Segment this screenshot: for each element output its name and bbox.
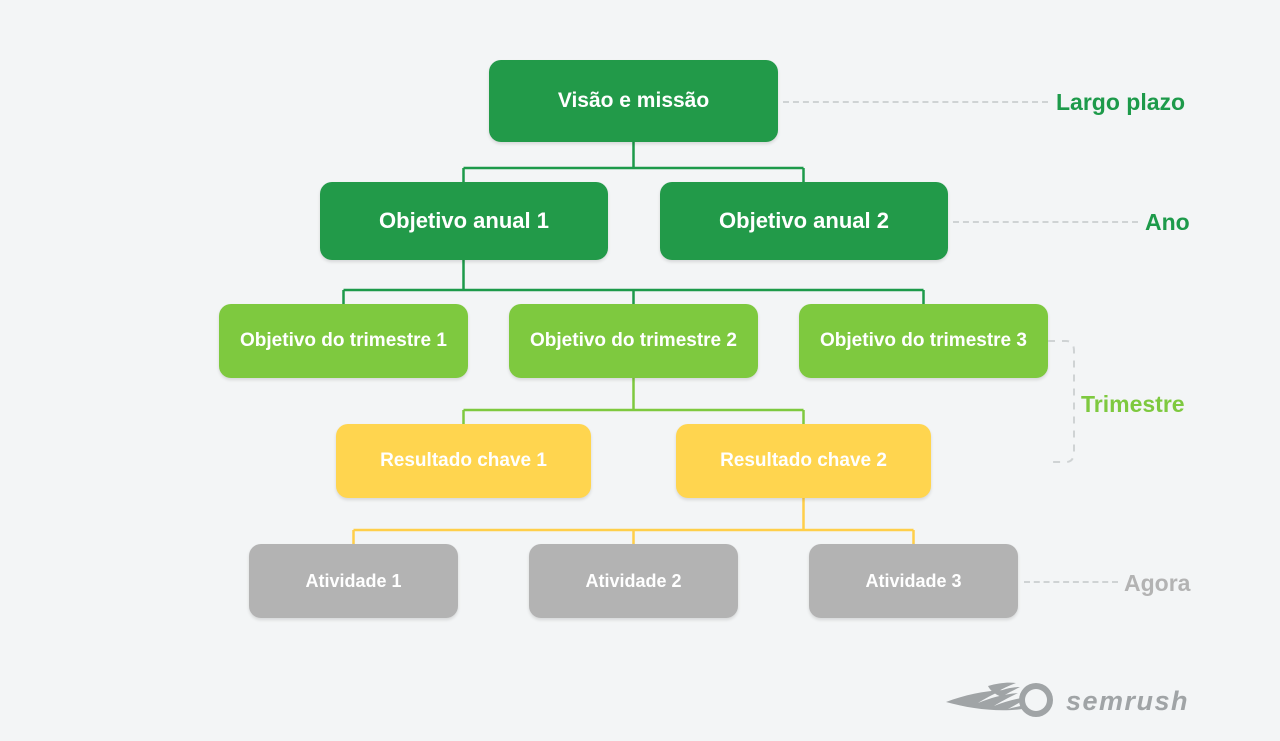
node-label: Objetivo do trimestre 1 [240,330,447,352]
connector-quarter-to-keyresult [462,378,805,424]
axis-label-largo-plazo: Largo plazo [1056,89,1186,115]
dashed-guide-trimestre-bracket [1048,340,1075,463]
semrush-wordmark: semrush [1066,686,1189,716]
node-label: Resultado chave 1 [380,450,547,472]
axis-label-agora: Agora [1124,570,1191,596]
node-label: Objetivo do trimestre 2 [530,330,737,352]
node-label: Resultado chave 2 [720,450,887,472]
node-quarter-objective-2[interactable]: Objetivo do trimestre 2 [509,304,758,378]
node-key-result-1[interactable]: Resultado chave 1 [336,424,591,498]
dashed-guide-ano [953,221,1138,223]
connector-keyresult-to-activity [352,498,915,544]
node-label: Objetivo anual 2 [719,208,889,234]
axis-label-ano: Ano [1145,209,1190,235]
connector-annual-to-quarter [342,260,925,304]
axis-label-trimestre: Trimestre [1081,391,1185,417]
node-quarter-objective-3[interactable]: Objetivo do trimestre 3 [799,304,1048,378]
node-vision-mission[interactable]: Visão e missão [489,60,778,142]
semrush-logo: semrush [946,682,1189,717]
semrush-logo-inner-ring [1025,689,1047,711]
connector-vision-to-annual [462,142,805,182]
node-label: Objetivo anual 1 [379,208,549,234]
node-label: Objetivo do trimestre 3 [820,330,1027,352]
node-activity-1[interactable]: Atividade 1 [249,544,458,618]
dashed-guide-agora [1024,581,1118,583]
dashed-guide-largo-plazo [783,101,1048,103]
node-activity-3[interactable]: Atividade 3 [809,544,1018,618]
node-key-result-2[interactable]: Resultado chave 2 [676,424,931,498]
node-label: Atividade 1 [305,570,402,591]
node-quarter-objective-1[interactable]: Objetivo do trimestre 1 [219,304,468,378]
node-activity-2[interactable]: Atividade 2 [529,544,738,618]
node-annual-objective-1[interactable]: Objetivo anual 1 [320,182,608,260]
node-label: Atividade 2 [585,570,682,591]
node-label: Visão e missão [557,88,710,112]
node-annual-objective-2[interactable]: Objetivo anual 2 [660,182,948,260]
node-label: Atividade 3 [865,570,962,591]
